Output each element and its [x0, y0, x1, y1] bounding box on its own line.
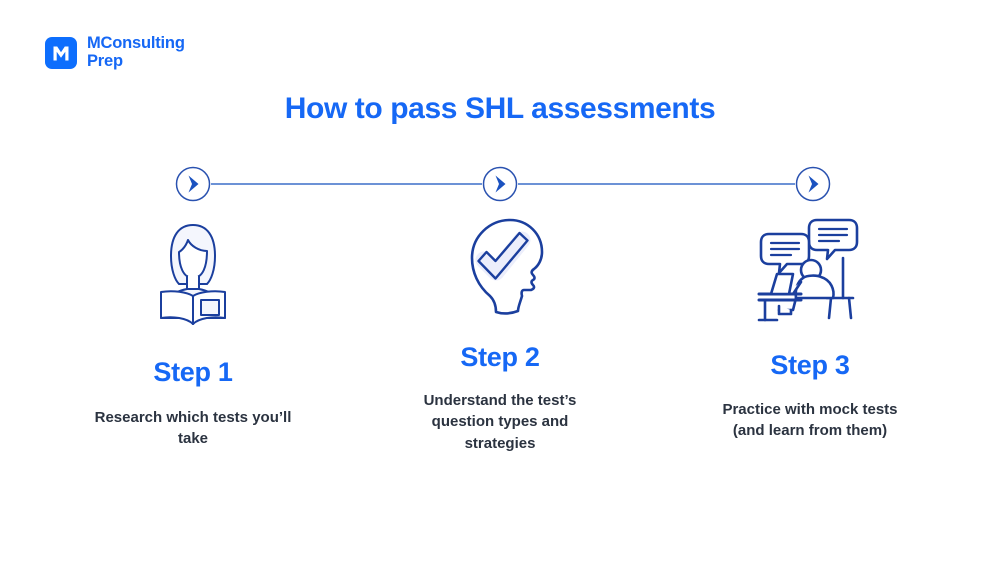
step-description-1: Research which tests you’ll take — [94, 409, 292, 448]
step-description-3: Practice with mock tests (and learn from… — [722, 401, 898, 440]
step-label-1: Step 1 — [153, 357, 233, 387]
step-label-3: Step 3 — [770, 350, 850, 380]
step-item-3: Step 3 Practice with mock tests (and lea… — [680, 216, 940, 442]
timeline-marker-2 — [482, 166, 518, 202]
brand-logo: MConsulting Prep — [45, 34, 185, 71]
timeline-marker-1 — [175, 166, 211, 202]
step-item-1: Step 1 Research which tests you’ll take — [63, 220, 323, 450]
timeline — [0, 158, 1000, 210]
brand-name: MConsulting Prep — [87, 34, 185, 70]
logo-mark-icon — [45, 36, 77, 69]
person-at-desk-with-speech-bubbles-icon — [680, 216, 940, 326]
step-label-2: Step 2 — [460, 342, 540, 372]
speech-bubble-left — [759, 232, 811, 275]
page-title: How to pass SHL assessments — [284, 92, 716, 125]
head-with-checkmark-icon — [370, 212, 630, 322]
step-description-2: Understand the test’s question types and… — [423, 392, 577, 452]
timeline-marker-3 — [795, 166, 831, 202]
step-item-2: Step 2 Understand the test’s question ty… — [370, 212, 630, 454]
speech-bubble-right — [807, 218, 859, 261]
steps-container: Step 1 Research which tests you’ll take — [0, 212, 1000, 512]
person-reading-book-icon — [63, 220, 323, 330]
